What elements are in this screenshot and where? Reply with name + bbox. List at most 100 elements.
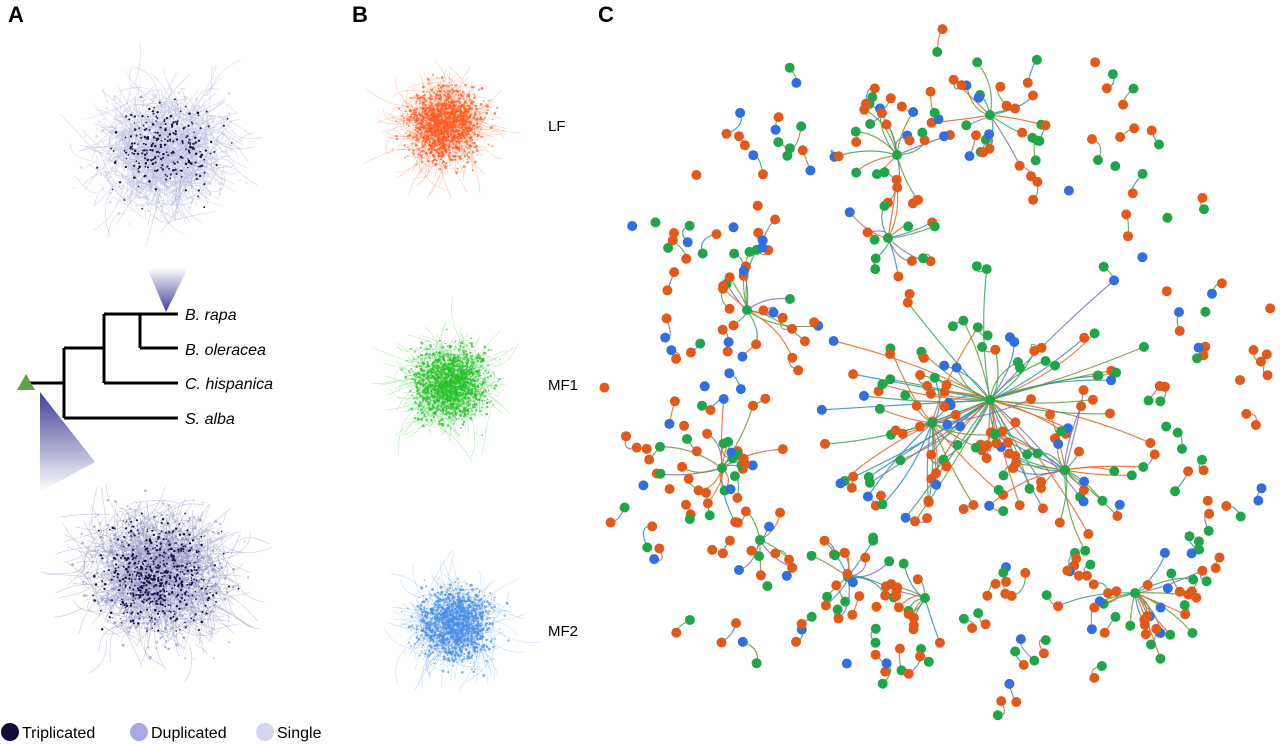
network-node bbox=[1087, 134, 1097, 145]
network-node bbox=[1036, 342, 1047, 353]
network-node bbox=[1255, 356, 1266, 367]
network-node bbox=[748, 400, 758, 411]
network-node bbox=[985, 395, 995, 405]
network-node bbox=[1004, 678, 1015, 689]
network-node bbox=[1040, 120, 1051, 131]
network-edge bbox=[931, 326, 979, 424]
network-node bbox=[1060, 465, 1070, 475]
network-node bbox=[662, 285, 673, 296]
network-node bbox=[1085, 559, 1096, 570]
network-node bbox=[1053, 601, 1064, 612]
network-node bbox=[752, 200, 763, 211]
network-node bbox=[1076, 401, 1087, 412]
network-node bbox=[1186, 586, 1197, 597]
network-node bbox=[781, 570, 792, 581]
network-node bbox=[1026, 171, 1036, 182]
network-node bbox=[627, 221, 638, 231]
network-node bbox=[1078, 385, 1089, 396]
network-node bbox=[897, 428, 908, 439]
network-node bbox=[799, 336, 810, 347]
network-node bbox=[1187, 628, 1198, 638]
network-node bbox=[1127, 188, 1138, 199]
network-node bbox=[791, 77, 802, 88]
network-node bbox=[914, 421, 925, 432]
network-node bbox=[1010, 451, 1021, 461]
network-node bbox=[871, 169, 882, 180]
network-node bbox=[1235, 511, 1246, 522]
network-node bbox=[877, 499, 888, 510]
network-edge bbox=[834, 150, 898, 158]
network-node bbox=[925, 256, 936, 267]
network-node bbox=[932, 47, 943, 57]
network-node bbox=[724, 368, 735, 379]
network-node bbox=[1204, 508, 1215, 519]
panel-label-c: C bbox=[598, 2, 614, 27]
network-node bbox=[718, 438, 729, 449]
network-edge bbox=[681, 466, 723, 473]
network-edge bbox=[989, 399, 1042, 483]
network-node bbox=[916, 643, 926, 654]
network-node bbox=[822, 591, 833, 602]
network-node bbox=[1241, 408, 1252, 419]
network-node bbox=[711, 229, 722, 240]
network-node bbox=[998, 506, 1009, 517]
network-node bbox=[655, 441, 665, 452]
network-node bbox=[1083, 529, 1094, 539]
network-node bbox=[1155, 396, 1166, 407]
network-node bbox=[1137, 168, 1148, 179]
network-node bbox=[806, 611, 817, 622]
network-node bbox=[860, 552, 871, 563]
network-node bbox=[1014, 160, 1025, 171]
network-node bbox=[894, 643, 905, 654]
network-node bbox=[1002, 437, 1013, 448]
top-network-wedge bbox=[147, 268, 188, 312]
network-node bbox=[874, 403, 885, 414]
network-node bbox=[650, 217, 661, 228]
network-node bbox=[978, 147, 988, 158]
network-node bbox=[885, 374, 896, 385]
network-node bbox=[757, 242, 768, 253]
network-edge bbox=[879, 408, 933, 424]
network-node bbox=[1253, 495, 1264, 506]
network-node bbox=[770, 124, 781, 135]
network-node bbox=[1138, 462, 1149, 472]
network-node bbox=[1096, 661, 1107, 671]
network-edge bbox=[976, 61, 993, 116]
network-node bbox=[1161, 421, 1172, 432]
network-node bbox=[701, 487, 711, 498]
network-node bbox=[842, 568, 853, 579]
network-node bbox=[972, 57, 983, 68]
network-node bbox=[922, 513, 933, 524]
network-node bbox=[773, 112, 784, 123]
network-node bbox=[980, 619, 991, 630]
network-node bbox=[809, 317, 820, 328]
panel-a: A B. rapa B. oleracea C. hispanica S. al… bbox=[1, 2, 322, 742]
network-node bbox=[1099, 627, 1110, 638]
network-edge bbox=[989, 346, 1145, 401]
network-node bbox=[973, 92, 984, 103]
network-node bbox=[1186, 548, 1197, 559]
network-node bbox=[1262, 370, 1273, 381]
network-node bbox=[832, 604, 843, 615]
network-node bbox=[1159, 547, 1170, 558]
network-node bbox=[695, 338, 706, 349]
network-node bbox=[1184, 531, 1195, 542]
network-node bbox=[682, 434, 692, 444]
network-node bbox=[1183, 466, 1194, 477]
network-node bbox=[881, 119, 892, 130]
network-node bbox=[1174, 586, 1185, 597]
network-node bbox=[791, 636, 802, 647]
network-node bbox=[785, 294, 795, 304]
network-node bbox=[1112, 511, 1123, 521]
network-diploid-ancestor bbox=[60, 43, 263, 247]
network-node bbox=[1105, 408, 1115, 419]
legend-label-single: Single bbox=[277, 725, 322, 742]
network-node bbox=[691, 446, 702, 457]
network-node bbox=[1203, 525, 1214, 536]
network-node bbox=[950, 409, 961, 420]
network-node bbox=[1172, 427, 1183, 438]
network-mf2 bbox=[384, 549, 542, 691]
network-node bbox=[671, 627, 682, 638]
network-node bbox=[1197, 454, 1207, 465]
network-node bbox=[1107, 69, 1118, 80]
